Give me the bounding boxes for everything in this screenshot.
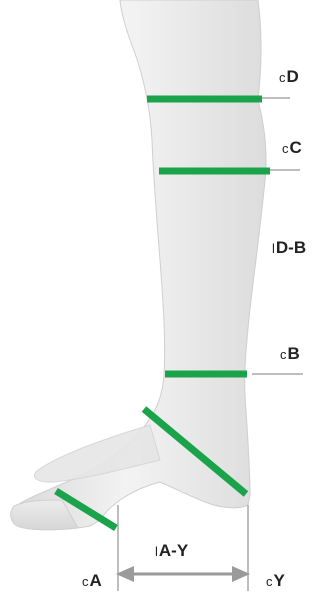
label-cb: cB bbox=[280, 345, 300, 363]
label-cy: cY bbox=[266, 572, 285, 590]
label-ca: cA bbox=[82, 572, 102, 590]
label-ldb: lD-B bbox=[272, 239, 306, 257]
label-cd: cD bbox=[279, 68, 299, 86]
double-arrow-icon bbox=[116, 566, 250, 582]
label-cc: cC bbox=[282, 139, 302, 157]
label-lay: lA-Y bbox=[155, 542, 188, 560]
